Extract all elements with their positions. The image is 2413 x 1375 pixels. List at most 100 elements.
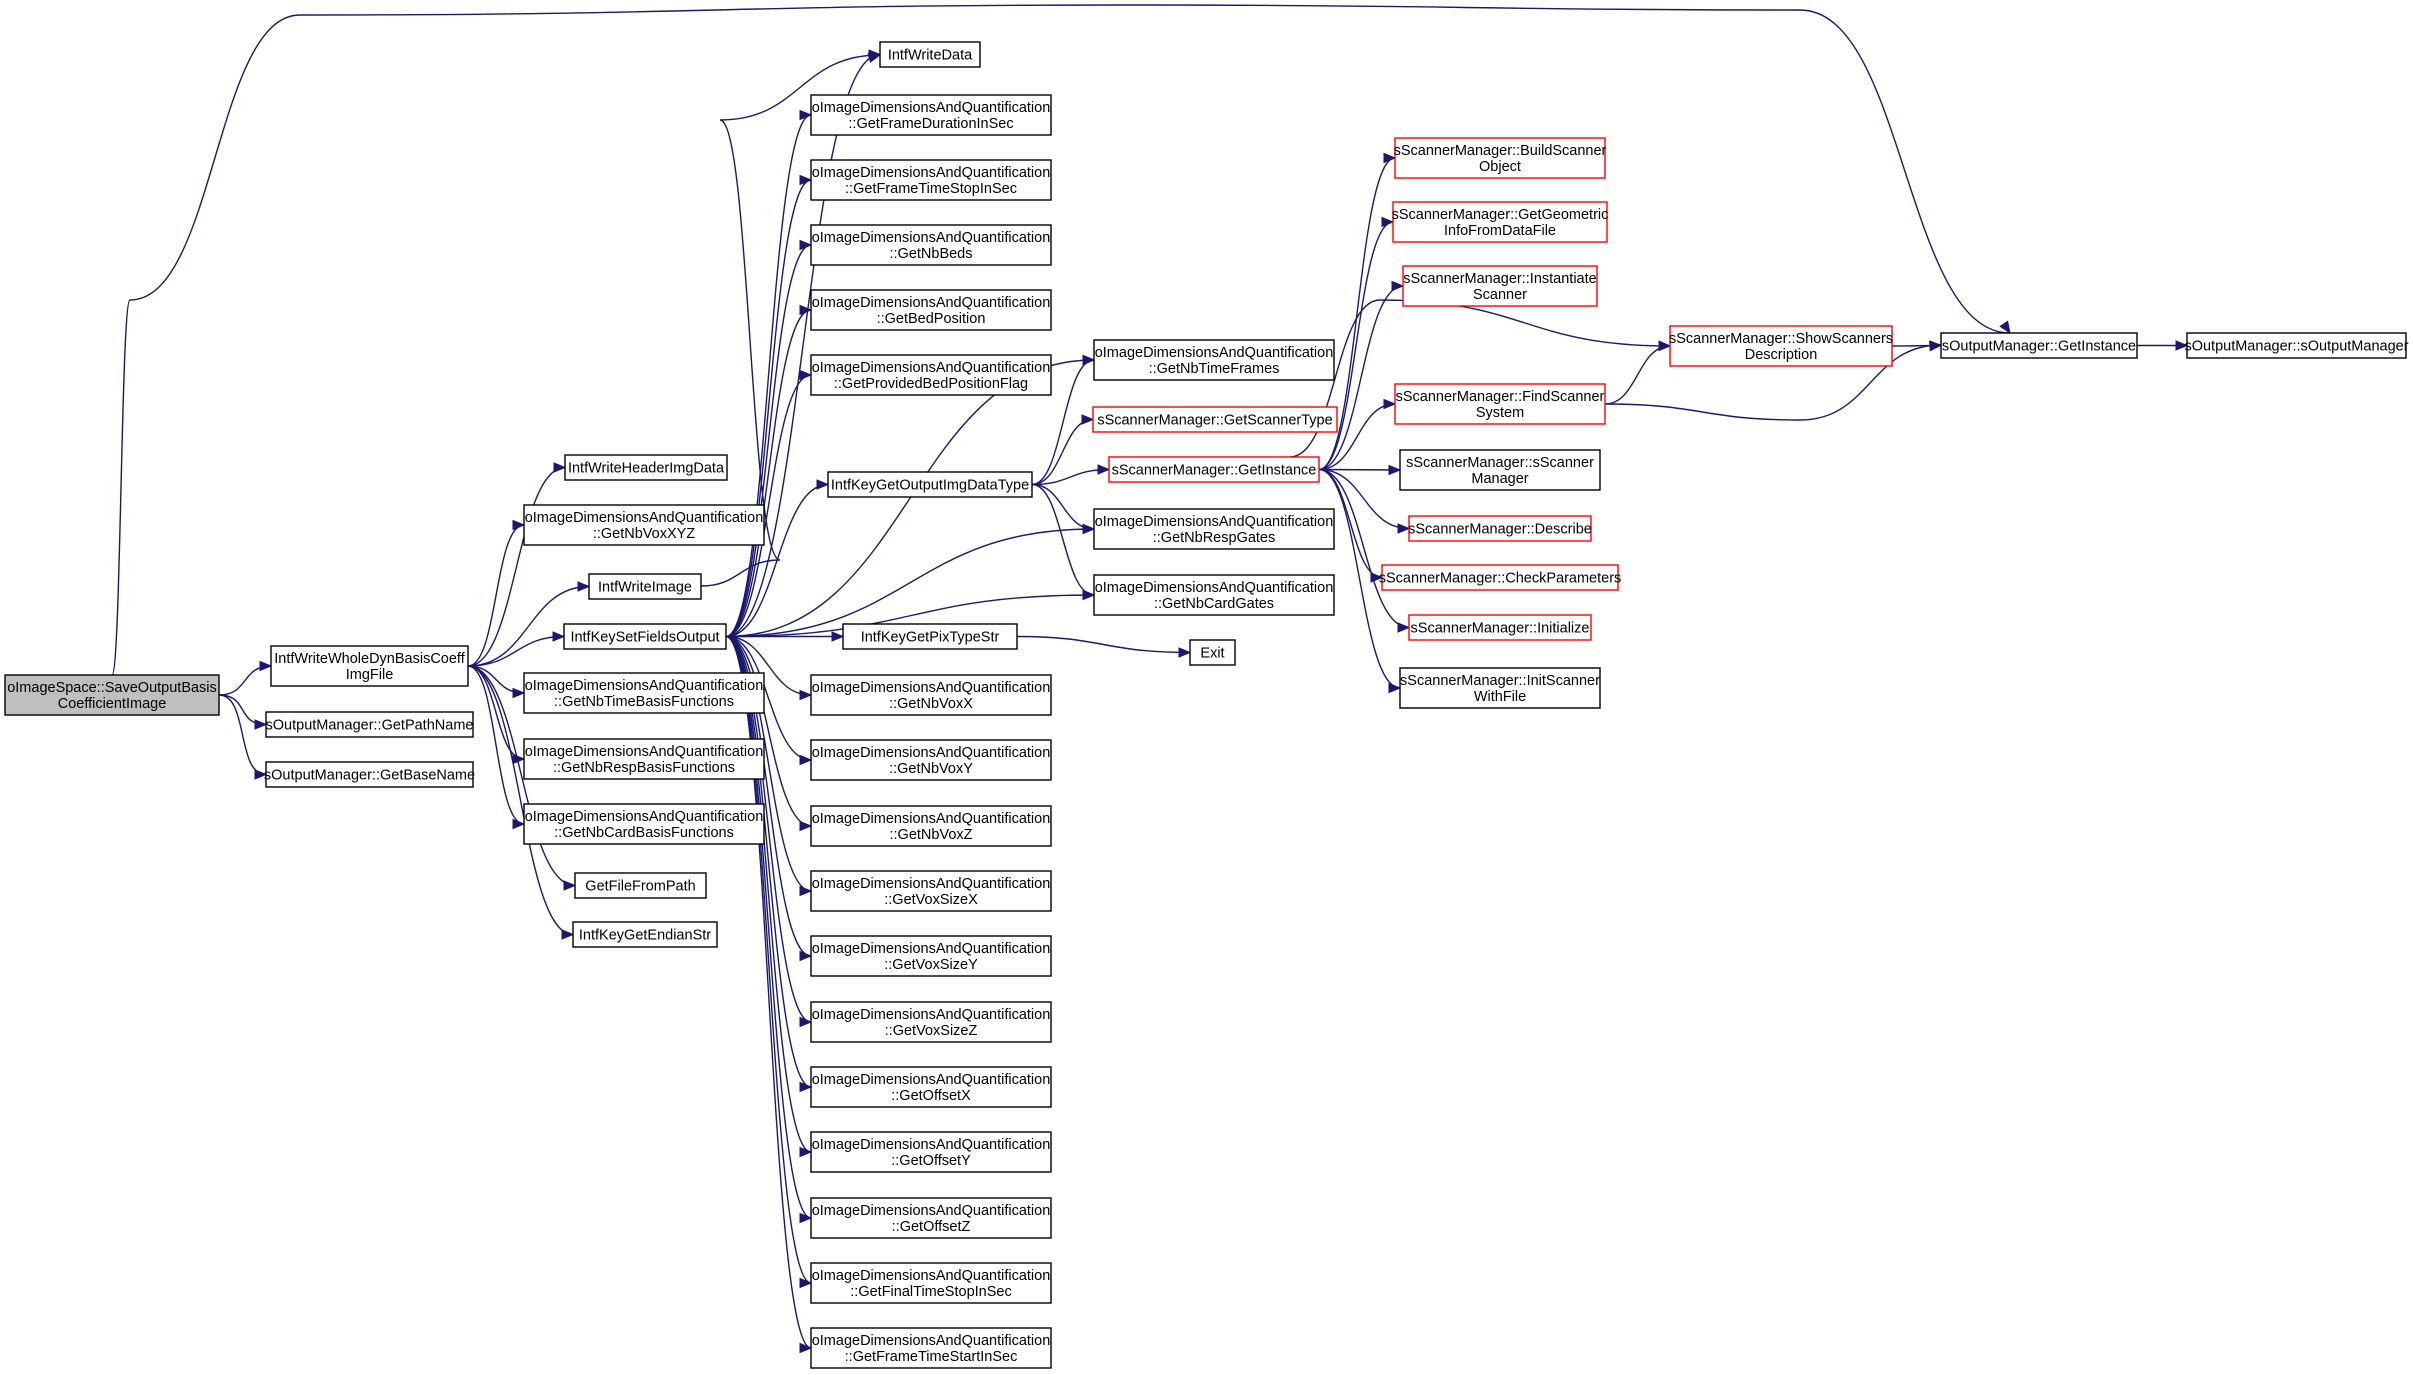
function-nodes: oImageSpace::SaveOutputBasisCoefficientI… xyxy=(4,41,2409,1369)
function-node-getNbVoxY[interactable]: oImageDimensionsAndQuantification::GetNb… xyxy=(810,739,1052,781)
function-node-getFileFromPath[interactable]: GetFileFromPath xyxy=(574,872,707,899)
function-node-getOffsetY[interactable]: oImageDimensionsAndQuantification::GetOf… xyxy=(810,1131,1052,1173)
node-box xyxy=(810,354,1052,396)
function-node-getScannerType[interactable]: sScannerManager::GetScannerType xyxy=(1092,406,1338,433)
function-node-getVoxSizeX[interactable]: oImageDimensionsAndQuantification::GetVo… xyxy=(810,870,1052,912)
node-box xyxy=(810,870,1052,912)
node-box xyxy=(810,739,1052,781)
node-label-line: sOutputManager::sOutputManager xyxy=(2184,339,2408,355)
function-node-describe[interactable]: sScannerManager::Describe xyxy=(1408,515,1592,542)
function-node-exit[interactable]: Exit xyxy=(1189,639,1236,666)
function-node-outGetInstance[interactable]: sOutputManager::GetInstance xyxy=(1940,332,2138,359)
call-edge-intfKeySetFields-to-getOffsetZ xyxy=(725,635,813,1224)
node-label-line: ::GetBedPosition xyxy=(877,311,986,327)
call-edge-intfKeySetFields-to-getOffsetY xyxy=(725,635,813,1158)
function-node-getNbCardGates[interactable]: oImageDimensionsAndQuantification::GetNb… xyxy=(1093,574,1335,616)
function-node-getNbRespGates[interactable]: oImageDimensionsAndQuantification::GetNb… xyxy=(1093,508,1335,550)
function-node-getNbBeds[interactable]: oImageDimensionsAndQuantification::GetNb… xyxy=(810,224,1052,266)
node-label-line: ::GetNbBeds xyxy=(889,246,972,262)
call-edge-intfKeySetFields-to-getVoxSizeX xyxy=(725,635,813,897)
node-box xyxy=(2186,332,2407,359)
function-node-getNbTimeFrames[interactable]: oImageDimensionsAndQuantification::GetNb… xyxy=(1093,339,1335,381)
function-node-getOffsetZ[interactable]: oImageDimensionsAndQuantification::GetOf… xyxy=(810,1197,1052,1239)
function-node-getNbVoxXYZ[interactable]: oImageDimensionsAndQuantification::GetNb… xyxy=(523,504,765,546)
function-node-outCtor[interactable]: sOutputManager::sOutputManager xyxy=(2184,332,2409,359)
call-edge-scanGetInstance-to-describe xyxy=(1318,468,1411,534)
node-label-line: System xyxy=(1476,405,1524,421)
function-node-getVoxSizeZ[interactable]: oImageDimensionsAndQuantification::GetVo… xyxy=(810,1001,1052,1043)
function-node-getGeometric[interactable]: sScannerManager::GetGeometricInfoFromDat… xyxy=(1392,201,1609,243)
node-label-line: IntfWriteData xyxy=(888,48,973,64)
function-node-getNbTimeBasis[interactable]: oImageDimensionsAndQuantification::GetNb… xyxy=(523,672,765,714)
node-box xyxy=(1381,564,1619,591)
function-node-checkParams[interactable]: sScannerManager::CheckParameters xyxy=(1379,564,1622,591)
function-node-intfWriteImage[interactable]: IntfWriteImage xyxy=(588,573,702,600)
node-box xyxy=(1093,339,1335,381)
call-edges xyxy=(111,4,2189,1354)
function-node-intfKeyGetEndian[interactable]: IntfKeyGetEndianStr xyxy=(572,921,718,948)
function-node-getNbVoxX[interactable]: oImageDimensionsAndQuantification::GetNb… xyxy=(810,674,1052,716)
function-node-root[interactable]: oImageSpace::SaveOutputBasisCoefficientI… xyxy=(4,674,220,716)
call-edge-intfKeySetFields-to-getBedPosition xyxy=(725,304,813,638)
node-label-line: Scanner xyxy=(1473,287,1527,303)
node-label-line: IntfWriteImage xyxy=(598,580,692,596)
function-node-intfKeyGetPixType[interactable]: IntfKeyGetPixTypeStr xyxy=(842,623,1018,650)
function-node-getFrameDuration[interactable]: oImageDimensionsAndQuantification::GetFr… xyxy=(810,94,1052,136)
function-node-getProvidedBed[interactable]: oImageDimensionsAndQuantification::GetPr… xyxy=(810,354,1052,396)
function-node-getVoxSizeY[interactable]: oImageDimensionsAndQuantification::GetVo… xyxy=(810,935,1052,977)
node-box xyxy=(564,454,728,481)
call-edge-outGetInstance-to-outCtor xyxy=(2137,340,2189,351)
function-node-intfKeyGetOutputType[interactable]: IntfKeyGetOutputImgDataType xyxy=(827,471,1033,498)
function-node-intfKeySetFields[interactable]: IntfKeySetFieldsOutput xyxy=(563,623,727,650)
node-box xyxy=(1394,137,1606,179)
node-label-line: Description xyxy=(1745,347,1818,363)
function-node-initialize[interactable]: sScannerManager::Initialize xyxy=(1408,614,1592,641)
node-label-line: sScannerManager::GetScannerType xyxy=(1097,413,1332,429)
call-edge-scanGetInstance-to-buildScanner xyxy=(1318,152,1397,471)
node-label-line: ::GetOffsetX xyxy=(891,1088,971,1104)
node-box xyxy=(1408,614,1592,641)
call-edge-intfKeySetFields-to-getVoxSizeZ xyxy=(725,635,813,1028)
node-label-line: IntfKeyGetOutputImgDataType xyxy=(831,478,1029,494)
function-node-getOffsetX[interactable]: oImageDimensionsAndQuantification::GetOf… xyxy=(810,1066,1052,1108)
call-edge-intfKeySetFields-to-getVoxSizeY xyxy=(725,635,813,962)
call-edge-scanGetInstance-to-initScanner xyxy=(1318,468,1402,694)
function-node-getNbVoxZ[interactable]: oImageDimensionsAndQuantification::GetNb… xyxy=(810,805,1052,847)
node-label-line: sScannerManager::ShowScanners xyxy=(1669,331,1893,347)
function-node-scanGetInstance[interactable]: sScannerManager::GetInstance xyxy=(1108,456,1320,483)
function-node-scannerCtor[interactable]: sScannerManager::sScannerManager xyxy=(1399,449,1601,491)
node-box xyxy=(270,645,469,687)
function-node-writeHeader[interactable]: IntfWriteHeaderImgData xyxy=(564,454,728,481)
node-label-line: ImgFile xyxy=(346,667,394,683)
node-label-line: oImageDimensionsAndQuantification xyxy=(812,811,1051,827)
node-label-line: ::GetNbCardGates xyxy=(1154,596,1274,612)
function-node-getFrameTimeStop[interactable]: oImageDimensionsAndQuantification::GetFr… xyxy=(810,159,1052,201)
function-node-getBedPosition[interactable]: oImageDimensionsAndQuantification::GetBe… xyxy=(810,289,1052,331)
node-label-line: oImageDimensionsAndQuantification xyxy=(812,230,1051,246)
function-node-getFinalTimeStop[interactable]: oImageDimensionsAndQuantification::GetFi… xyxy=(810,1262,1052,1304)
function-node-getNbCardBasis[interactable]: oImageDimensionsAndQuantification::GetNb… xyxy=(523,803,765,845)
node-label-line: InfoFromDataFile xyxy=(1444,223,1556,239)
node-box xyxy=(1092,406,1338,433)
node-label-line: oImageDimensionsAndQuantification xyxy=(812,1268,1051,1284)
node-box xyxy=(810,159,1052,201)
node-label-line: oImageDimensionsAndQuantification xyxy=(812,360,1051,376)
function-node-getBaseName[interactable]: sOutputManager::GetBaseName xyxy=(264,761,475,788)
function-node-getPathName[interactable]: sOutputManager::GetPathName xyxy=(265,711,474,738)
node-box xyxy=(563,623,727,650)
node-label-line: oImageDimensionsAndQuantification xyxy=(525,678,764,694)
function-node-getFrameTimeStart[interactable]: oImageDimensionsAndQuantification::GetFr… xyxy=(810,1327,1052,1369)
function-node-intfWriteData[interactable]: IntfWriteData xyxy=(879,41,981,68)
function-node-getNbRespBasis[interactable]: oImageDimensionsAndQuantification::GetNb… xyxy=(523,738,765,780)
call-edge-intfKeySetFields-to-getNbBeds xyxy=(725,239,813,638)
call-edge-intfKeyGetOutputType-to-getNbCardGates xyxy=(1031,483,1096,601)
node-box xyxy=(810,1262,1052,1304)
node-label-line: oImageDimensionsAndQuantification xyxy=(812,941,1051,957)
node-label-line: oImageDimensionsAndQuantification xyxy=(1095,580,1334,596)
